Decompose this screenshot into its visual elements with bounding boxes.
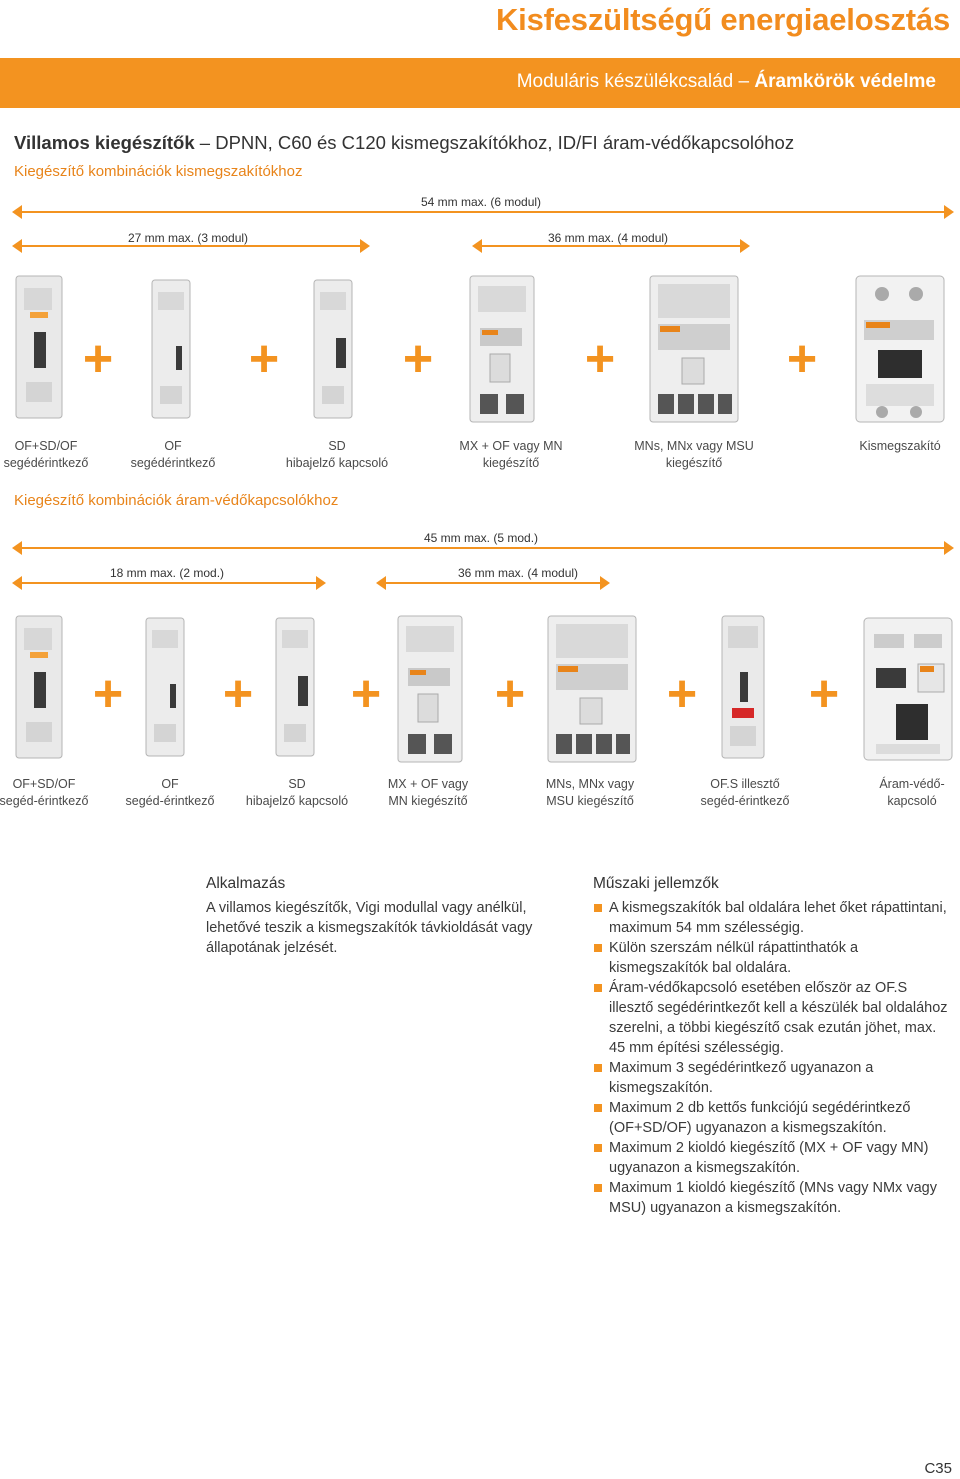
plus-icon: + (222, 665, 254, 723)
section1-arrow-left (12, 239, 370, 253)
list-item: Áram-védőkapcsoló esetében először az OF… (593, 978, 953, 1058)
product-heading-rest: – DPNN, C60 és C120 kismegszakítókhoz, I… (194, 132, 795, 153)
section1-device-mcb (852, 272, 948, 426)
section2-device-ofsdof (12, 612, 67, 762)
specs-title: Műszaki jellemzők (593, 875, 719, 892)
list-item: Maximum 2 db kettős funkciójú segédérint… (593, 1098, 953, 1138)
list-item: Maximum 1 kioldó kiegészítő (MNs vagy NM… (593, 1178, 953, 1218)
section2-arrow-right (376, 576, 610, 590)
product-heading-strong: Villamos kiegészítők (14, 132, 195, 153)
section2-device-mns (544, 612, 640, 766)
band-category: Áramkörök védelme (754, 71, 936, 92)
section1-arrow-right (472, 239, 750, 253)
plus-icon: + (350, 665, 382, 723)
specs-list: A kismegszakítók bal oldalára lehet őket… (593, 898, 953, 1218)
section2-device-of (142, 614, 188, 760)
list-item: Külön szerszám nélkül rápattinthatók a k… (593, 938, 953, 978)
band-text: Moduláris készülékcsalád – Áramkörök véd… (517, 71, 936, 93)
section2-arrow-left (12, 576, 326, 590)
plus-icon: + (584, 330, 616, 388)
section1-dim-right: 36 mm max. (4 modul) (548, 231, 669, 245)
section1-label-5: Kismegszakító (859, 439, 941, 453)
plus-icon: + (248, 330, 280, 388)
application-title: Alkalmazás (206, 875, 286, 892)
page-title: Kisfeszültségű energiaelosztás (496, 2, 950, 37)
list-item: A kismegszakítók bal oldalára lehet őket… (593, 898, 953, 938)
plus-icon: + (494, 665, 526, 723)
section2-label-6: Áram-védő-kapcsoló (879, 777, 945, 808)
section2-dim-left: 18 mm max. (2 mod.) (110, 566, 225, 580)
plus-icon: + (402, 330, 434, 388)
plus-icon: + (82, 330, 114, 388)
page-number: C35 (924, 1460, 952, 1477)
section2-arrow-total (12, 541, 954, 555)
section-band: Moduláris készülékcsalád – Áramkörök véd… (0, 58, 960, 108)
application-text: A villamos kiegészítők, Vigi modullal va… (206, 900, 533, 956)
section1-subtitle: Kiegészítő kombinációk kismegszakítókhoz (14, 163, 303, 180)
section2-device-mx (394, 612, 466, 766)
plus-icon: + (786, 330, 818, 388)
section2-device-sd (272, 614, 318, 760)
plus-icon: + (666, 665, 698, 723)
product-heading: Villamos kiegészítők – DPNN, C60 és C120… (14, 132, 794, 154)
section2-device-ofs (718, 612, 768, 762)
section1-device-mns (646, 272, 742, 426)
list-item: Maximum 3 segédérintkező ugyanazon a kis… (593, 1058, 953, 1098)
section1-dim-left: 27 mm max. (3 modul) (128, 231, 249, 245)
list-item: Maximum 2 kioldó kiegészítő (MX + OF vag… (593, 1138, 953, 1178)
section2-dim-right: 36 mm max. (4 modul) (458, 566, 579, 580)
section1-arrow-total (12, 205, 954, 219)
plus-icon: + (808, 665, 840, 723)
section1-device-of (148, 276, 194, 422)
section1-device-mx (466, 272, 538, 426)
section2-device-rcd (860, 614, 956, 764)
section1-device-ofsdof (12, 272, 67, 422)
section1-device-sd (310, 276, 356, 422)
band-family: Moduláris készülékcsalád – (516, 71, 755, 92)
section2-subtitle: Kiegészítő kombinációk áram-védőkapcsoló… (14, 492, 339, 509)
section2-dim-total: 45 mm max. (5 mod.) (424, 531, 539, 545)
section1-dim-total: 54 mm max. (6 modul) (421, 195, 542, 209)
plus-icon: + (92, 665, 124, 723)
